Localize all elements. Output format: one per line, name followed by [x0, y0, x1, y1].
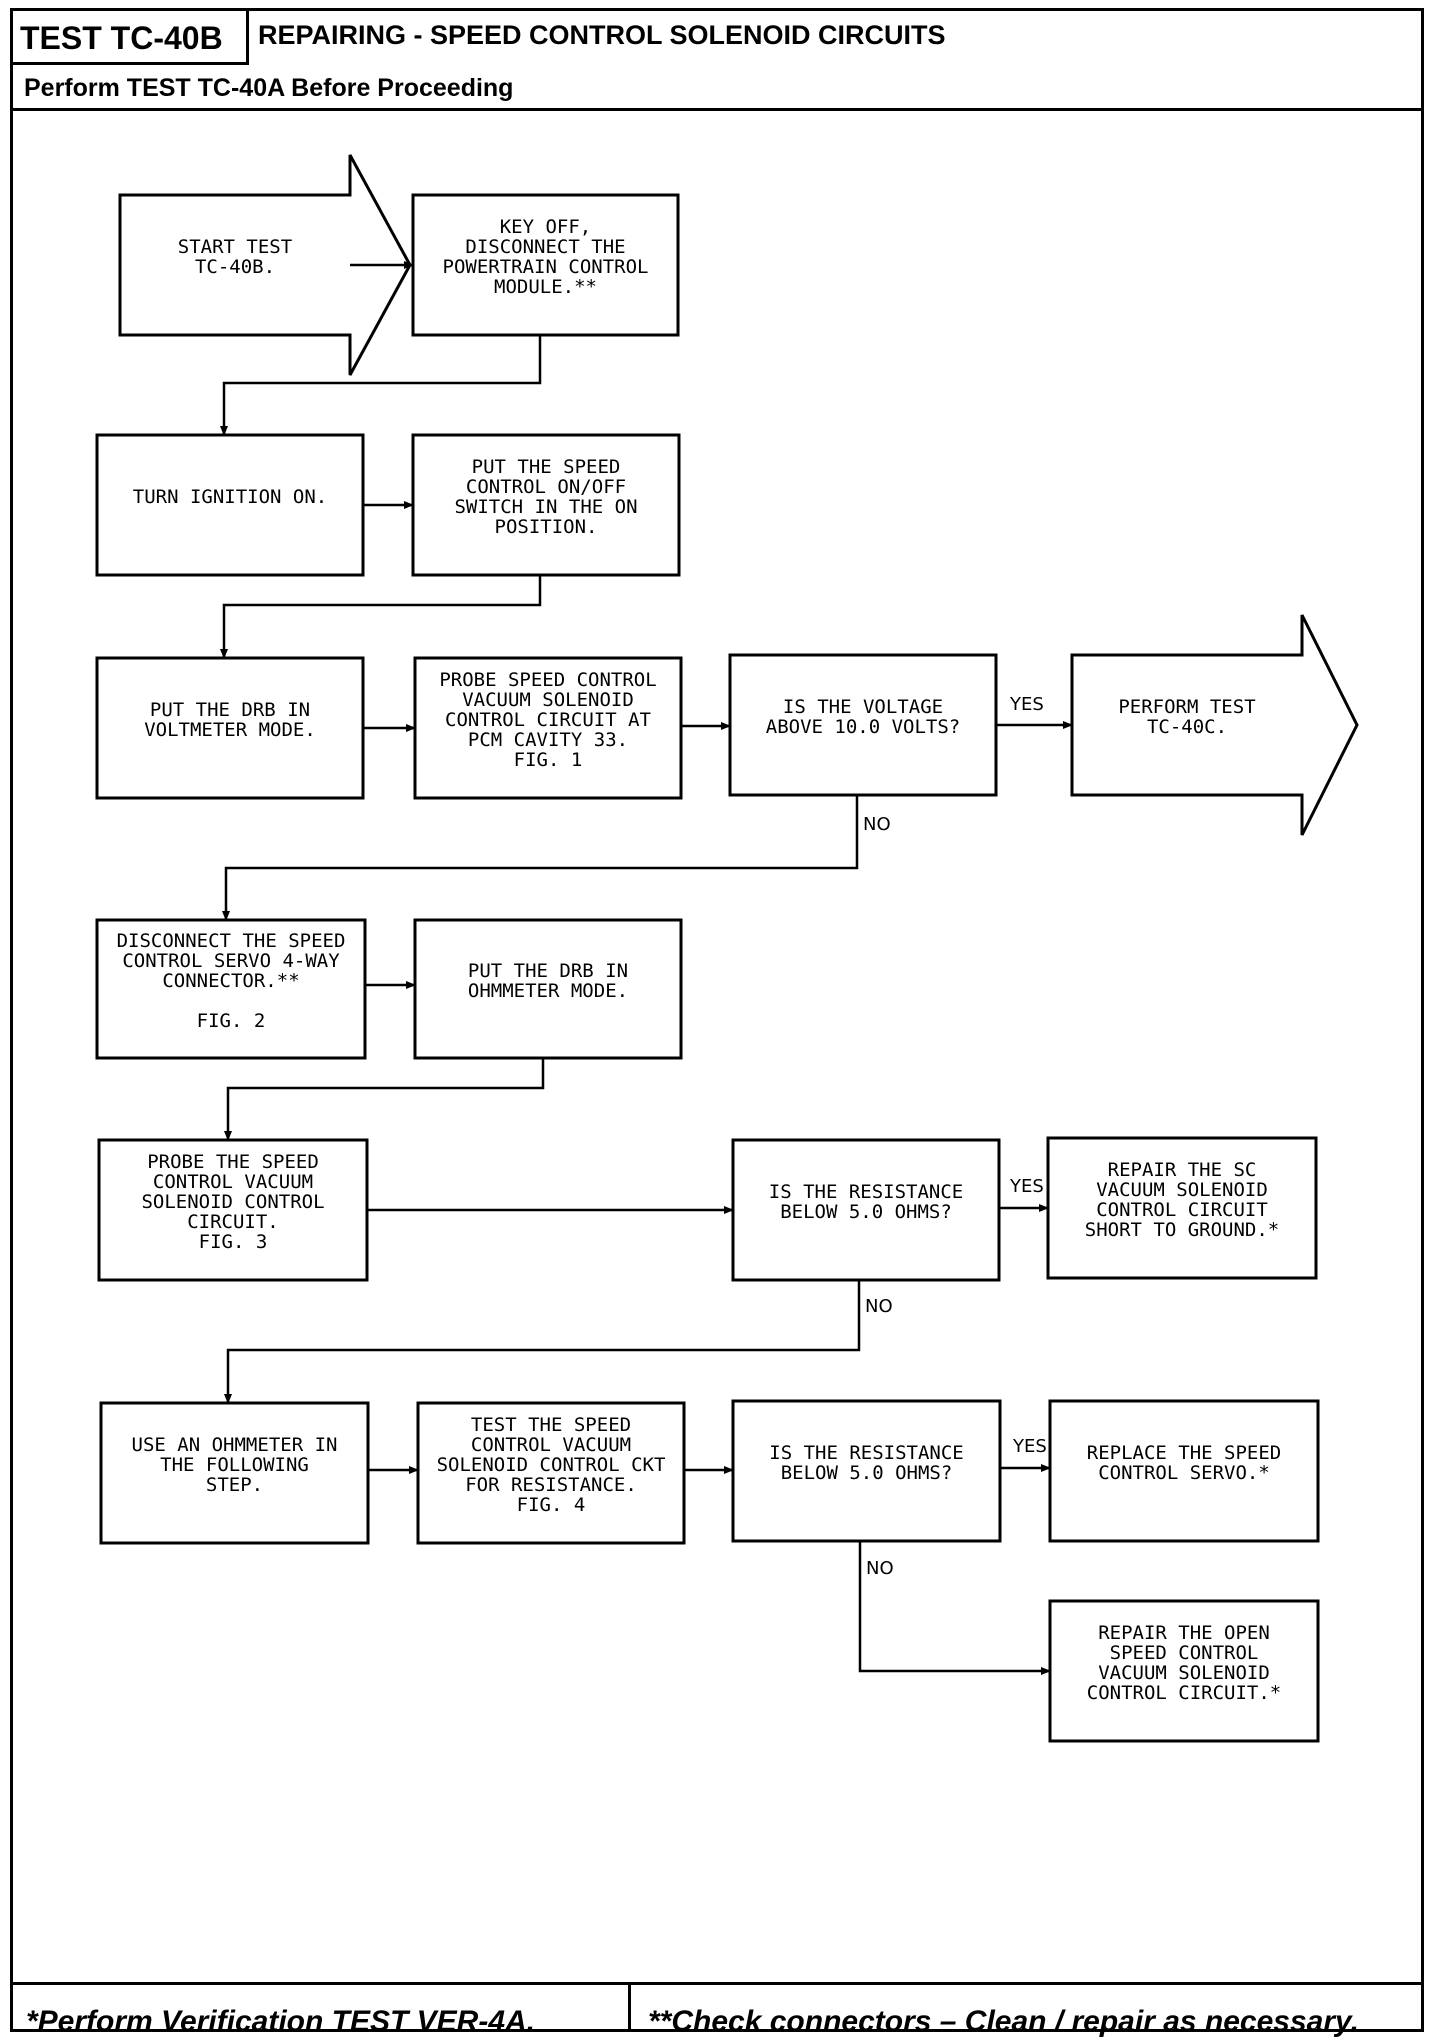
- footer-note-connectors: **Check connectors – Clean / repair as n…: [648, 2005, 1359, 2038]
- flow-node-n3: [95, 433, 365, 577]
- flow-node-n11: [97, 1138, 369, 1282]
- flow-node-n10: [413, 918, 683, 1060]
- edge-label-yes1: YES: [1009, 694, 1044, 715]
- flow-node-n2: [411, 193, 680, 337]
- flow-connector-e-n2-n3: [220, 335, 542, 436]
- flow-connector-e-n12-n14: [224, 1280, 861, 1404]
- test-title: REPAIRING - SPEED CONTROL SOLENOID CIRCU…: [258, 20, 946, 50]
- flow-node-n4: [411, 433, 681, 577]
- flow-connector-e-n7-n9: [222, 795, 859, 921]
- flow-connector-e-n4-n5: [220, 575, 542, 659]
- test-id: TEST TC-40B: [20, 20, 223, 56]
- flow-node-n15: [416, 1401, 686, 1545]
- flow-node-n16: [731, 1399, 1002, 1543]
- footer-separator: [12, 1982, 1422, 1985]
- edge-label-no2: NO: [865, 1296, 893, 1317]
- footer-note-verification: *Perform Verification TEST VER-4A.: [26, 2005, 536, 2038]
- header-separator: [12, 108, 1422, 111]
- header-divider-vertical: [246, 10, 249, 64]
- flow-node-n13: [1046, 1136, 1318, 1280]
- edge-label-no1: NO: [863, 814, 891, 835]
- edge-label-yes2: YES: [1009, 1176, 1044, 1197]
- header-id-underline: [12, 62, 249, 65]
- flow-node-n5: [95, 656, 365, 800]
- flow-node-text-n3: TURN IGNITION ON.: [133, 486, 327, 508]
- edge-label-no3: NO: [866, 1558, 894, 1579]
- prerequisite-note: Perform TEST TC-40A Before Proceeding: [24, 74, 514, 102]
- flow-node-n18: [1048, 1599, 1320, 1743]
- flow-node-n14: [99, 1401, 370, 1545]
- footer-divider-vertical: [628, 1982, 631, 2030]
- flow-node-n12: [731, 1138, 1001, 1282]
- page-frame: [10, 8, 1424, 2032]
- edge-label-yes3: YES: [1012, 1436, 1047, 1457]
- flow-node-n1: [118, 154, 412, 376]
- flow-connector-e-n16-n18: [858, 1541, 1051, 1675]
- flow-node-n9: [95, 918, 367, 1060]
- flow-node-n8: [1070, 614, 1359, 836]
- flow-node-n17: [1048, 1399, 1320, 1543]
- flow-connector-e-n10-n11: [224, 1058, 545, 1141]
- flow-node-n6: [413, 656, 683, 800]
